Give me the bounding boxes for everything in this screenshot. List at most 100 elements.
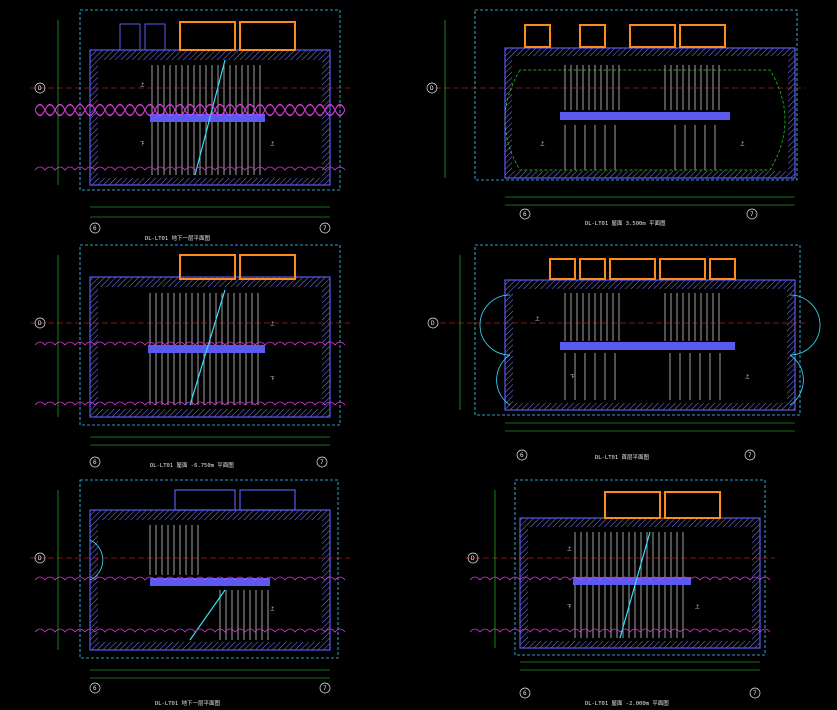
small-room — [174, 489, 236, 511]
landing — [560, 112, 730, 120]
axis-label-right: 7 — [748, 452, 752, 459]
panel-title: DL-LT01 屋面 -2.000m 平面图 — [585, 699, 669, 707]
stair-down-symbol: 下 — [140, 141, 145, 147]
door-swing — [89, 539, 104, 581]
stair-treads — [564, 293, 721, 400]
axis-label-left: 6 — [93, 459, 97, 466]
handrail-break — [189, 289, 226, 406]
light-well — [579, 258, 606, 280]
axis-bubble — [89, 222, 101, 234]
revision-cloud — [34, 401, 346, 406]
handrail-break — [194, 59, 226, 176]
revision-cloud — [469, 576, 771, 581]
axis-label-row: D — [38, 320, 42, 327]
light-well — [664, 491, 721, 519]
axis-label-right: 7 — [753, 690, 757, 697]
light-well — [679, 24, 726, 48]
light-well — [609, 258, 656, 280]
axis-label-row: D — [38, 85, 42, 92]
stair-down-symbol: 下 — [570, 374, 575, 380]
small-room — [144, 23, 166, 51]
axis-bubble — [34, 82, 46, 94]
stair-up-symbol: 上 — [270, 140, 275, 147]
axis-label-left: 6 — [93, 685, 97, 692]
axis-label-right: 7 — [323, 685, 327, 692]
axis-label-right: 7 — [320, 459, 324, 466]
landing — [150, 114, 265, 122]
stair-up-symbol: 上 — [740, 140, 745, 147]
panel-6: 上 下 上 6 7 D DL-LT01 屋面 -2.000m 平面图 — [465, 479, 775, 707]
revision-cloud — [469, 628, 771, 633]
axis-bubble — [746, 208, 758, 220]
stair-down-symbol: 下 — [567, 604, 572, 610]
axis-bubble — [519, 208, 531, 220]
axis-label-row: D — [431, 320, 435, 327]
light-well — [524, 24, 551, 48]
axis-bubble — [319, 682, 331, 694]
landing — [560, 342, 735, 350]
light-well — [659, 258, 706, 280]
handrail-break — [619, 531, 651, 639]
light-well — [179, 254, 236, 280]
door-swing — [789, 354, 804, 406]
landing — [150, 578, 270, 586]
stair-up-symbol: 上 — [695, 603, 700, 610]
stair-up-symbol: 上 — [535, 315, 540, 322]
small-room — [119, 23, 141, 51]
stair-up-symbol: 上 — [270, 605, 275, 612]
panel-2: 上 上 6 7 D DL-LT01 屋面 3.500m 平面图 — [426, 9, 805, 227]
panel-5: 上 6 7 D DL-LT01 地下一层平面图 — [30, 479, 350, 707]
light-well — [179, 21, 236, 51]
axis-bubble — [34, 317, 46, 329]
stair-treads — [149, 525, 269, 640]
axis-bubble — [749, 687, 761, 699]
stair-up-symbol: 上 — [540, 140, 545, 147]
door-swing — [789, 294, 821, 356]
revision-cloud — [504, 69, 786, 171]
axis-bubble — [89, 456, 101, 468]
door-swing — [479, 294, 511, 356]
panel-border — [79, 244, 341, 426]
axis-bubble — [316, 456, 328, 468]
panel-3: 上 下 6 7 D DL-LT01 屋面 -6.750m 平面图 — [30, 244, 350, 469]
revision-cloud — [34, 166, 346, 171]
light-well — [579, 24, 606, 48]
light-well — [604, 491, 661, 519]
axis-label-row: D — [430, 85, 434, 92]
revision-cloud — [34, 341, 346, 346]
axis-bubble — [744, 449, 756, 461]
landing — [573, 577, 691, 585]
axis-label-left: 6 — [523, 690, 527, 697]
axis-bubble — [427, 317, 439, 329]
stair-up-symbol: 上 — [745, 373, 750, 380]
panel-title: DL-LT01 屋面 -6.750m 平面图 — [150, 461, 234, 469]
panel-border — [474, 244, 801, 416]
axis-label-left: 6 — [523, 211, 527, 218]
door-swing — [496, 354, 511, 406]
axis-label-right: 7 — [750, 211, 754, 218]
axis-label-left: 6 — [520, 452, 524, 459]
panel-border — [474, 9, 798, 181]
axis-bubble — [516, 449, 528, 461]
light-well — [239, 21, 296, 51]
axis-bubble — [319, 222, 331, 234]
panel-title: DL-LT01 屋面 3.500m 平面图 — [585, 219, 666, 227]
stair-up-symbol: 上 — [270, 320, 275, 327]
panel-1: 上 下 上 6 7 D DL-LT01 地下一层平面图 — [30, 9, 350, 242]
panel-title: DL-LT01 地下一层平面图 — [145, 234, 210, 242]
stair-up-symbol: 上 — [140, 81, 145, 88]
axis-bubble — [34, 552, 46, 564]
light-well — [549, 258, 576, 280]
stair-up-symbol: 上 — [567, 545, 572, 552]
stair-treads — [564, 65, 720, 170]
axis-bubble — [467, 552, 479, 564]
panel-title: DL-LT01 地下一层平面图 — [155, 699, 220, 707]
axis-bubble — [519, 687, 531, 699]
revision-cloud — [34, 628, 346, 633]
axis-bubble — [426, 82, 438, 94]
panel-border — [79, 479, 339, 659]
light-well — [709, 258, 736, 280]
axis-bubble — [89, 682, 101, 694]
revision-cloud — [34, 576, 346, 581]
